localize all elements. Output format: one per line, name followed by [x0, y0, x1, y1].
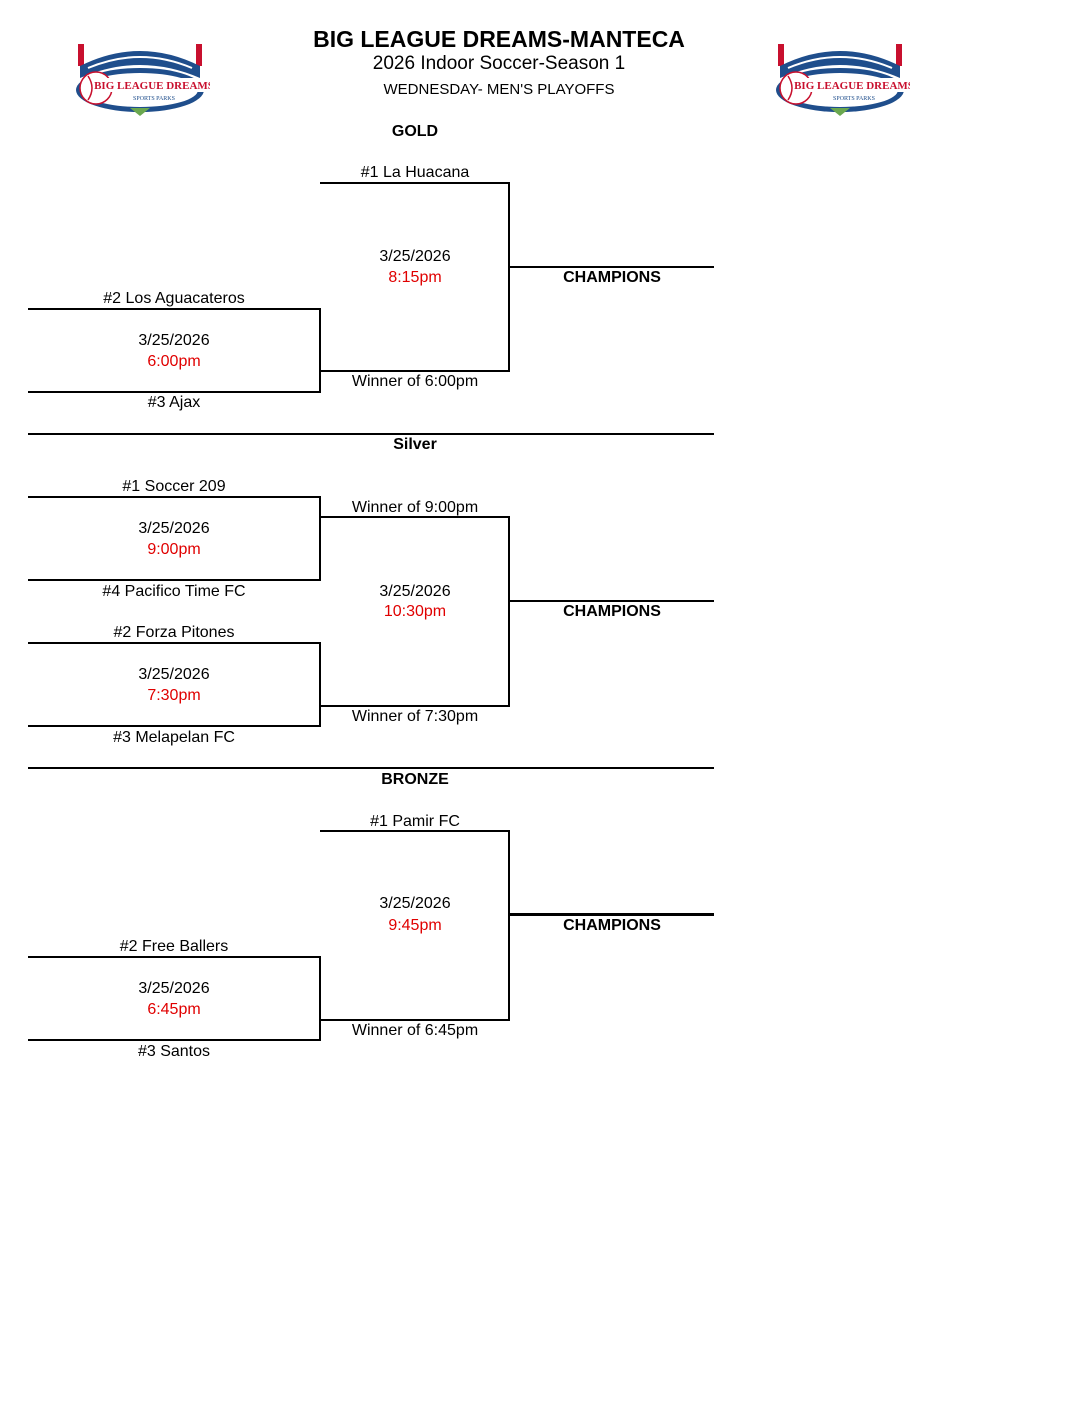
page-title: BIG LEAGUE DREAMS-MANTECA	[313, 26, 685, 52]
logo-subtext: SPORTS PARKS	[833, 96, 875, 102]
silver-final-bottom-team: Winner of 7:30pm	[351, 708, 479, 725]
bronze-semi-connector	[319, 956, 321, 1041]
gold-semi-top-team: #2 Los Aguacateros	[103, 290, 245, 307]
bronze-final-top-line	[320, 830, 510, 832]
bronze-champions-label: CHAMPIONS	[563, 917, 661, 934]
bronze-semi-time: 6:45pm	[147, 1001, 201, 1018]
gold-final-bottom-team: Winner of 6:00pm	[351, 373, 479, 390]
logo-left: BIG LEAGUE DREAMS SPORTS PARKS	[76, 44, 210, 116]
section-divider	[28, 433, 714, 435]
silver-champions-label: CHAMPIONS	[563, 603, 661, 620]
gold-final-date: 3/25/2026	[379, 248, 451, 265]
bronze-semi-top-team: #2 Free Ballers	[119, 938, 229, 955]
gold-top-seed: #1 La Huacana	[360, 164, 470, 181]
logo-text: BIG LEAGUE DREAMS	[94, 80, 210, 92]
bronze-final-bottom-team: Winner of 6:45pm	[351, 1022, 479, 1039]
bronze-champions-line	[510, 913, 714, 916]
gold-final-time: 8:15pm	[388, 269, 442, 286]
silver-final-top-team: Winner of 9:00pm	[351, 499, 479, 516]
section-divider	[28, 767, 714, 769]
bronze-semi-top-line	[28, 956, 321, 958]
silver-final-date: 3/25/2026	[379, 583, 451, 600]
silver-semi1-bottom-team: #4 Pacifico Time FC	[102, 583, 246, 600]
silver-champions-line	[510, 600, 714, 602]
gold-semi-bottom-team: #3 Ajax	[147, 394, 201, 411]
silver-semi1-top-line	[28, 496, 321, 498]
silver-semi1-connector	[319, 496, 321, 581]
gold-section-label: GOLD	[391, 123, 439, 140]
bronze-semi-bottom-line	[28, 1039, 321, 1041]
silver-semi1-top-team: #1 Soccer 209	[122, 478, 226, 495]
bronze-final-bottom-line	[320, 1019, 510, 1021]
silver-semi2-connector	[319, 642, 321, 727]
gold-final-connector	[508, 182, 510, 372]
silver-final-time: 10:30pm	[383, 603, 447, 620]
silver-final-connector	[508, 516, 510, 706]
logo-subtext: SPORTS PARKS	[133, 96, 175, 102]
bronze-final-connector	[508, 830, 510, 1020]
division-label: WEDNESDAY- MEN'S PLAYOFFS	[383, 81, 615, 98]
page-subtitle: 2026 Indoor Soccer-Season 1	[372, 53, 626, 74]
silver-semi1-bottom-line	[28, 579, 321, 581]
logo-right: BIG LEAGUE DREAMS SPORTS PARKS	[776, 44, 910, 116]
silver-final-bottom-line	[320, 705, 510, 707]
gold-semi-time: 6:00pm	[147, 353, 201, 370]
silver-semi2-date: 3/25/2026	[138, 666, 210, 683]
bronze-top-seed: #1 Pamir FC	[370, 813, 460, 830]
bronze-final-time: 9:45pm	[388, 917, 442, 934]
gold-final-bottom-line	[320, 370, 510, 372]
silver-semi2-top-team: #2 Forza Pitones	[113, 624, 235, 641]
gold-semi-bottom-line	[28, 391, 321, 393]
bronze-section-label: BRONZE	[381, 771, 449, 788]
gold-semi-top-line	[28, 308, 321, 310]
gold-semi-date: 3/25/2026	[138, 332, 210, 349]
silver-semi2-bottom-team: #3 Melapelan FC	[113, 729, 235, 746]
silver-semi2-time: 7:30pm	[147, 687, 201, 704]
bronze-final-date: 3/25/2026	[379, 895, 451, 912]
logo-text: BIG LEAGUE DREAMS	[794, 80, 910, 92]
gold-semi-connector	[319, 308, 321, 393]
silver-semi1-time: 9:00pm	[147, 541, 201, 558]
silver-semi1-date: 3/25/2026	[138, 520, 210, 537]
gold-champions-line	[510, 266, 714, 268]
silver-semi2-bottom-line	[28, 725, 321, 727]
bronze-semi-date: 3/25/2026	[138, 980, 210, 997]
bronze-semi-bottom-team: #3 Santos	[137, 1043, 211, 1060]
silver-section-label: Silver	[393, 436, 437, 453]
gold-champions-label: CHAMPIONS	[563, 269, 661, 286]
silver-semi2-top-line	[28, 642, 321, 644]
silver-final-top-line	[320, 516, 510, 518]
gold-final-top-line	[320, 182, 510, 184]
